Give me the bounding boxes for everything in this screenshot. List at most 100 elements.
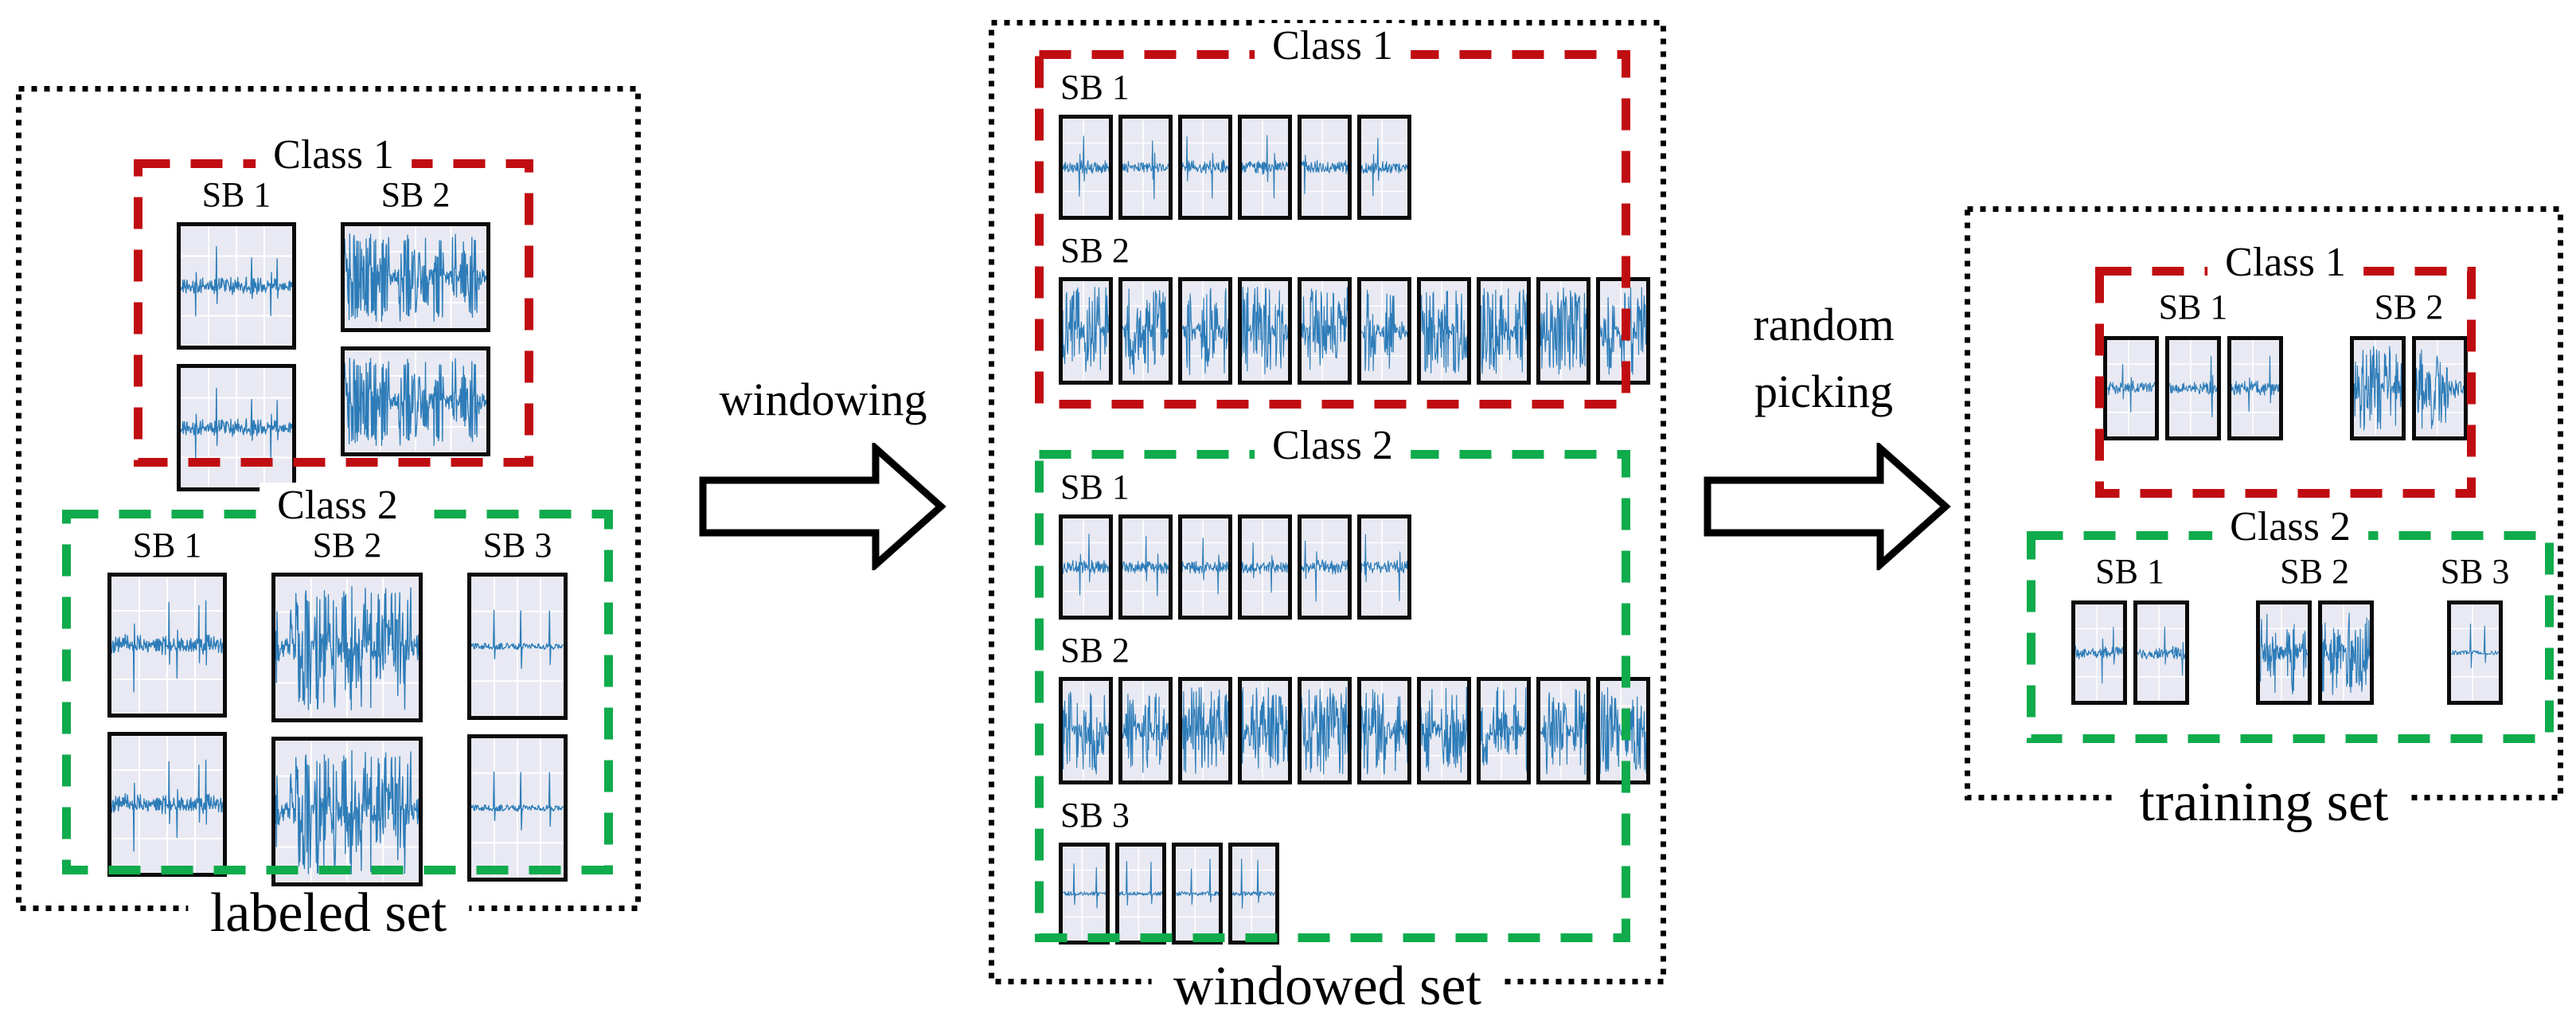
- subband-label: SB 2: [1060, 230, 1130, 270]
- class-title: Class 2: [2212, 504, 2368, 550]
- training-set-caption: training set: [2117, 775, 2411, 831]
- window-plot-class-1-sb-2-9: [1536, 277, 1590, 385]
- subband-group-sb-2: SB 2: [1059, 630, 1650, 785]
- arrow-label-line: windowing: [719, 374, 927, 425]
- window-plot-class-2-sb-1-1: [2071, 600, 2127, 705]
- subband-group-sb-1: SB 1: [2071, 552, 2189, 705]
- signal-plot-class-2-sb-3-1: [467, 572, 568, 720]
- window-plot-class-2-sb-1-5: [1298, 514, 1352, 620]
- subband-label: SB 3: [1060, 796, 1130, 835]
- class-title: Class 1: [1255, 23, 1411, 69]
- signal-plot-class-1-sb-1-1: [177, 221, 296, 350]
- signal-plot-class-1-sb-2-1: [341, 221, 490, 332]
- class-box-class-1-windowed: Class 1 SB 1 SB 2: [1035, 23, 1650, 409]
- window-plot-class-1-sb-1-3: [2227, 335, 2283, 440]
- class-title: Class 1: [2207, 240, 2363, 286]
- subband-group-sb-2: SB 2: [2350, 287, 2468, 440]
- window-plot-class-2-sb-1-2: [2133, 600, 2189, 705]
- class-title: Class 1: [256, 132, 412, 178]
- window-plot-class-1-sb-1-5: [1298, 114, 1352, 220]
- window-plot-class-2-sb-1-4: [1238, 514, 1292, 620]
- window-plot-class-2-sb-2-6: [1357, 677, 1411, 785]
- window-plot-class-2-sb-1-1: [1059, 514, 1113, 620]
- subband-label: SB 1: [132, 526, 202, 565]
- window-plot-class-2-sb-3-1: [1059, 842, 1110, 945]
- class-title: Class 2: [260, 483, 416, 529]
- signal-plot-class-1-sb-1-2: [177, 363, 296, 491]
- window-plot-class-2-sb-2-10: [1596, 677, 1650, 785]
- subband-group-sb-3: SB 3: [1059, 796, 1630, 945]
- window-plot-class-2-sb-2-4: [1238, 677, 1292, 785]
- window-plot-class-2-sb-2-1: [2255, 600, 2312, 705]
- window-plot-class-1-sb-1-1: [1059, 114, 1113, 220]
- window-plot-class-2-sb-3-3: [1172, 842, 1223, 945]
- windowing-arrow-label: windowing: [675, 366, 971, 433]
- window-plot-class-1-sb-2-6: [1357, 277, 1411, 385]
- subband-label: SB 1: [1060, 68, 1130, 107]
- window-plot-class-1-sb-2-1: [2350, 335, 2406, 440]
- window-plot-class-1-sb-2-10: [1596, 277, 1650, 385]
- window-plot-class-1-sb-2-4: [1238, 277, 1292, 385]
- window-plot-class-2-sb-2-9: [1536, 677, 1590, 785]
- subband-label: SB 1: [1060, 467, 1130, 507]
- subband-label: SB 2: [2280, 552, 2349, 591]
- subband-group-sb-2: SB 2: [2255, 552, 2374, 705]
- window-plot-class-2-sb-2-7: [1417, 677, 1471, 785]
- window-plot-class-2-sb-2-1: [1059, 677, 1113, 785]
- window-plot-class-1-sb-1-3: [1178, 114, 1232, 220]
- window-plot-class-1-sb-2-7: [1417, 277, 1471, 385]
- subband-group-sb-1: SB 1: [1059, 467, 1630, 620]
- window-plot-class-2-sb-2-2: [2317, 600, 2374, 705]
- window-plot-class-1-sb-2-2: [2412, 335, 2468, 440]
- window-plot-class-2-sb-1-6: [1357, 514, 1411, 620]
- window-plot-class-1-sb-1-4: [1238, 114, 1292, 220]
- subband-group-sb-1: SB 1: [107, 526, 227, 877]
- class-box-class-2-windowed: Class 2 SB 1 SB 2 SB 3: [1035, 423, 1650, 945]
- signal-plot-class-2-sb-2-2: [271, 736, 423, 886]
- signal-plot-class-2-sb-2-1: [271, 572, 423, 722]
- window-plot-class-2-sb-3-4: [1228, 842, 1279, 945]
- subband-group-sb-3: SB 3: [2441, 552, 2509, 705]
- subband-group-sb-1: SB 1: [2103, 287, 2283, 440]
- block-arrow-right-icon: [699, 440, 947, 574]
- window-plot-class-1-sb-2-8: [1477, 277, 1531, 385]
- windowed-set-caption: windowed set: [1151, 959, 1504, 1015]
- block-arrow-right-icon: [1704, 440, 1952, 574]
- window-plot-class-2-sb-2-8: [1477, 677, 1531, 785]
- subband-group-sb-2: SB 2: [271, 526, 423, 886]
- subband-label: SB 2: [1060, 630, 1130, 670]
- subband-label: SB 3: [482, 526, 552, 565]
- windowed-set-panel: windowed set Class 1 SB 1 SB 2 Class 2 SB 1 S…: [989, 20, 1666, 1015]
- class-box-class-2-training: Class 2 SB 1 SB 2 SB 3: [2027, 504, 2554, 743]
- window-plot-class-1-sb-2-5: [1298, 277, 1352, 385]
- arrow-label-line: picking: [1754, 366, 1893, 418]
- signal-plot-class-2-sb-1-1: [107, 572, 227, 718]
- labeled-set-caption: labeled set: [187, 886, 470, 941]
- window-plot-class-1-sb-2-3: [1178, 277, 1232, 385]
- window-plot-class-1-sb-2-2: [1118, 277, 1173, 385]
- window-plot-class-2-sb-3-2: [1115, 842, 1166, 945]
- window-plot-class-2-sb-1-2: [1118, 514, 1173, 620]
- subband-label: SB 2: [381, 175, 451, 214]
- subband-label: SB 2: [312, 526, 382, 565]
- window-plot-class-1-sb-1-2: [1118, 114, 1173, 220]
- class-box-class-2-labeled: Class 2 SB 1 SB 2 SB 3: [62, 483, 613, 886]
- window-plot-class-1-sb-1-2: [2165, 335, 2221, 440]
- subband-group-sb-1: SB 1: [177, 175, 296, 491]
- class-title: Class 2: [1255, 423, 1411, 469]
- random-picking-arrow-label: random picking: [1672, 291, 1976, 425]
- window-plot-class-2-sb-2-2: [1118, 677, 1173, 785]
- window-plot-class-2-sb-1-3: [1178, 514, 1232, 620]
- arrow-label-line: random: [1753, 299, 1895, 350]
- window-plot-class-1-sb-1-1: [2103, 335, 2159, 440]
- window-plot-class-2-sb-2-5: [1298, 677, 1352, 785]
- subband-label: SB 1: [201, 175, 271, 214]
- subband-group-sb-2: SB 2: [1059, 230, 1650, 385]
- subband-label: SB 1: [2095, 552, 2164, 591]
- subband-label: SB 2: [2374, 287, 2444, 327]
- signal-plot-class-2-sb-1-2: [107, 731, 227, 877]
